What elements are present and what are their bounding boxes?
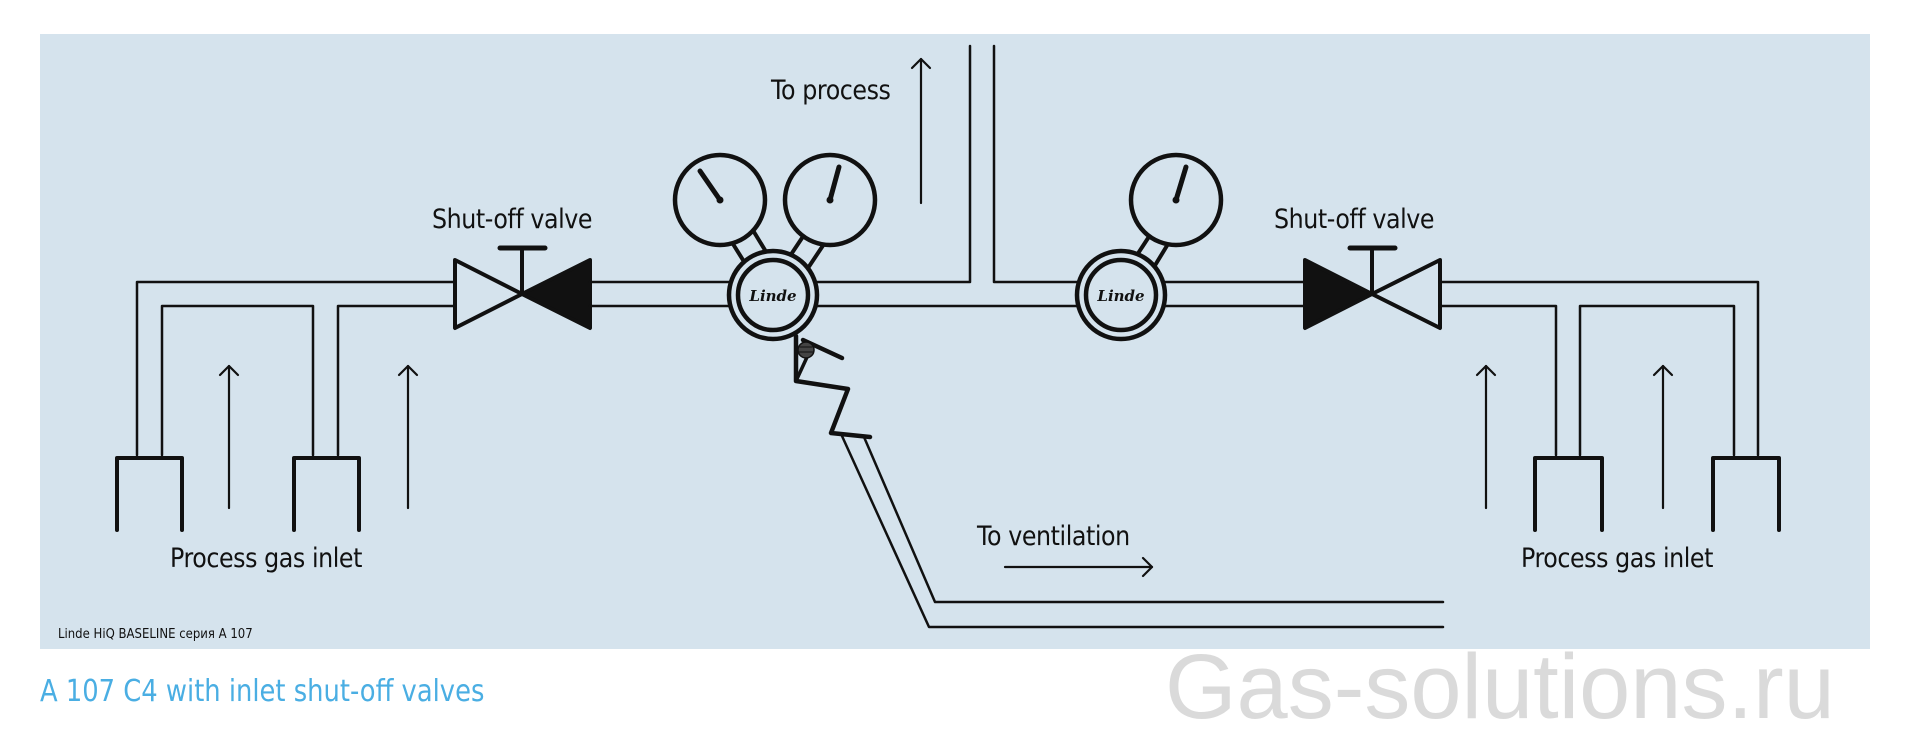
to-process-arrow-icon — [910, 57, 932, 205]
process-gas-inlet-right-label: Process gas inlet — [1521, 543, 1713, 574]
main-pipe-center — [814, 44, 1080, 308]
regulator-1: Linde — [672, 152, 878, 342]
left-shutoff-valve-icon — [453, 245, 592, 330]
left-inlet-manifold — [135, 280, 457, 457]
shutoff-valve-right-label: Shut-off valve — [1274, 204, 1435, 235]
right-inlet-ports — [1533, 456, 1781, 532]
main-pipe-left — [588, 280, 732, 308]
right-inlet-manifold — [1438, 280, 1760, 457]
inlet-port-1 — [115, 456, 184, 532]
regulator-body-inner — [735, 257, 811, 333]
inlet-port-4 — [1711, 456, 1781, 532]
left-inlet-inner-pipe-a — [160, 304, 315, 457]
left-flow-arrows — [218, 364, 419, 510]
relief-valve-icon — [793, 333, 873, 440]
arrowhead-icon — [1475, 364, 1497, 377]
arrowhead-icon — [218, 364, 240, 377]
shutoff-valve-left-label: Shut-off valve — [432, 204, 593, 235]
left-inlet-inner-pipe-b — [336, 304, 457, 457]
inlet-port-2 — [292, 456, 361, 532]
ventilation-pipe — [840, 434, 1445, 629]
process-gas-inlet-left-label: Process gas inlet — [170, 543, 362, 574]
linde-logo: Linde — [748, 287, 796, 305]
arrowhead-icon — [397, 364, 419, 377]
to-ventilation-arrow-icon — [1003, 556, 1154, 578]
linde-logo: Linde — [1096, 287, 1144, 305]
inlet-pressure-gauge-icon — [672, 152, 768, 248]
main-pipe-right — [1162, 280, 1307, 308]
right-shutoff-valve-icon — [1303, 245, 1442, 330]
series-note: Linde HiQ BASELINE серия A 107 — [58, 627, 253, 642]
watermark: Gas-solutions.ru — [1165, 636, 1835, 738]
left-inlet-outer-pipe — [135, 280, 457, 457]
regulator-2: Linde — [1074, 152, 1224, 342]
diagram-panel — [40, 34, 1870, 649]
arrowhead-icon — [1652, 364, 1674, 377]
figure-caption: A 107 C4 with inlet shut-off valves — [40, 674, 485, 709]
right-flow-arrows — [1475, 364, 1674, 510]
to-process-label: To process — [771, 75, 891, 106]
pressure-gauge-icon — [1128, 152, 1224, 248]
inlet-port-3 — [1533, 456, 1604, 532]
left-inlet-ports — [115, 456, 361, 532]
to-ventilation-label: To ventilation — [977, 521, 1130, 552]
outlet-pressure-gauge-icon — [782, 152, 878, 248]
